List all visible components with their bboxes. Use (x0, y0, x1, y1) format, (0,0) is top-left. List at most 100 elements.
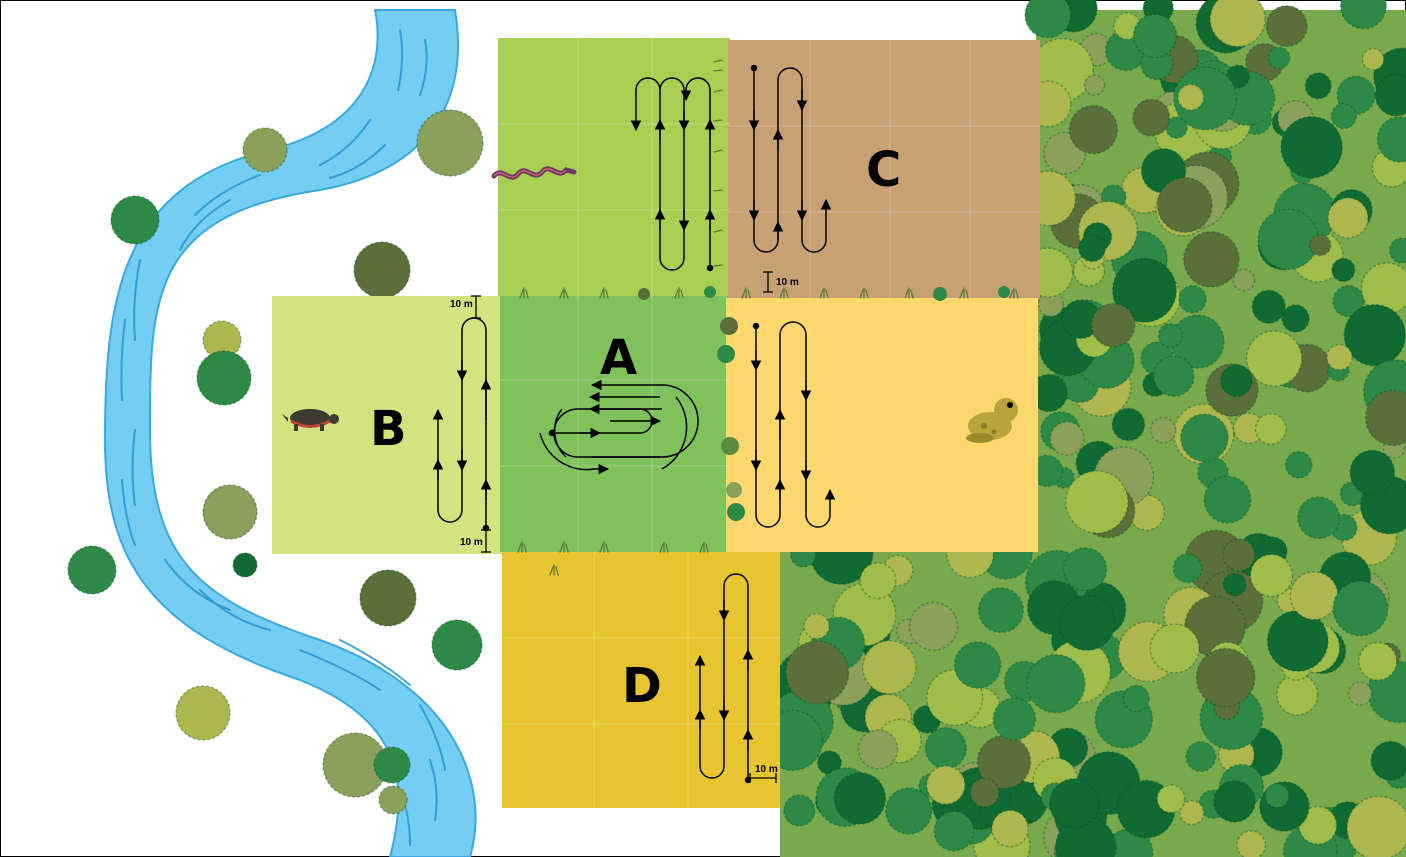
tree-icon (1343, 303, 1406, 367)
tree-icon (1177, 83, 1205, 111)
scale-bar-c (763, 271, 773, 293)
tree-icon (373, 746, 411, 784)
tree-icon (1264, 783, 1290, 809)
grass-tufts (517, 59, 1019, 576)
tree-icon (1024, 0, 1072, 39)
tree-icon (1185, 741, 1217, 773)
tree-icon (1173, 66, 1238, 131)
tree-icon (1152, 355, 1195, 397)
tree-icon (1327, 197, 1369, 239)
tree-icon (816, 750, 842, 776)
tree-icon (1360, 262, 1406, 315)
tree-icon (1289, 571, 1339, 621)
tree-icon (1332, 285, 1365, 318)
scale-label-b-top: 10 m (450, 299, 473, 310)
tree-icon (933, 810, 975, 852)
tree-icon (783, 794, 816, 827)
tree-icon (953, 641, 1002, 689)
tree-icon (359, 569, 417, 627)
tree-icon (1347, 681, 1373, 706)
tree-icon (1156, 177, 1213, 234)
tree-icon (1236, 830, 1267, 857)
tree-icon (1346, 795, 1406, 857)
tree-icon (833, 771, 887, 825)
tree-icon (1037, 290, 1065, 318)
tree-icon (857, 729, 899, 770)
tree-icon (1149, 623, 1200, 674)
plot-a (500, 296, 728, 552)
tree-icon (378, 785, 408, 815)
tree-icon (1195, 647, 1256, 708)
tree-icon (1298, 805, 1338, 845)
tree-icon (1251, 289, 1286, 325)
tree-icon (1026, 653, 1086, 714)
tree-icon (1326, 343, 1353, 371)
tree-icon (976, 734, 1032, 790)
tree-icon (1213, 780, 1256, 823)
scale-bar-d (749, 773, 777, 783)
tree-icon (1180, 413, 1229, 463)
tree-icon (1048, 778, 1100, 829)
tree-icon (1172, 553, 1203, 584)
tree-icon (1364, 389, 1406, 447)
tree-icon (1111, 407, 1146, 442)
tree-icon (785, 640, 850, 705)
transect-b (432, 317, 492, 532)
tree-icon (110, 195, 160, 245)
edge-shrubs (638, 286, 1010, 521)
tree-icon (1058, 594, 1116, 652)
tree-icon (1030, 454, 1064, 488)
tree-icon (859, 562, 897, 600)
tree-icon (1249, 553, 1294, 598)
forest (761, 0, 1406, 857)
tree-icon (67, 545, 117, 595)
plot-c (728, 40, 1040, 298)
tree-icon (1183, 231, 1240, 288)
plot-label-c: C (866, 142, 901, 198)
tree-icon (1332, 580, 1389, 637)
scale-bars (471, 271, 777, 783)
tree-icon (1339, 0, 1387, 30)
tree-icon (977, 587, 1025, 634)
tree-icon (1122, 684, 1150, 713)
snake-icon (491, 166, 577, 180)
turtle-icon (282, 409, 339, 431)
tree-icon (196, 350, 252, 406)
tree-icon (1361, 47, 1385, 71)
tree-icon (1065, 470, 1129, 534)
transect-north (630, 77, 716, 272)
tree-icon (242, 127, 288, 173)
tree-icon (1265, 5, 1308, 48)
transect-east (750, 321, 836, 528)
plot-label-a: A (600, 330, 637, 386)
plot-north (498, 38, 730, 298)
tree-icon (1203, 475, 1252, 524)
plot-label-d: D (622, 658, 662, 714)
tree-icon (202, 320, 242, 360)
tree-icon (885, 787, 933, 835)
plot-d (502, 552, 780, 808)
tree-icon (862, 639, 917, 695)
tree-icon (175, 685, 231, 741)
tree-icon (1284, 450, 1313, 479)
scale-label-d: 10 m (755, 764, 778, 775)
tree-icon (1083, 74, 1106, 96)
tree-icon (1111, 257, 1178, 323)
tree-icon (1157, 322, 1184, 349)
tree-icon (1090, 302, 1136, 348)
scale-label-b-bottom: 10 m (460, 537, 483, 548)
transect-c (748, 64, 832, 253)
tree-icon (1165, 116, 1188, 139)
tree-icon (1330, 102, 1357, 130)
tree-icon (1376, 116, 1406, 163)
tree-icon (1281, 304, 1310, 333)
tree-icon (1078, 234, 1107, 263)
tree-icon (1132, 13, 1178, 59)
tree-icon (202, 484, 258, 540)
tree-icon (1245, 330, 1303, 387)
plot-label-b: B (370, 401, 407, 457)
transect-d (694, 573, 754, 784)
tree-icon (1370, 740, 1406, 782)
tree-icon (1254, 412, 1287, 446)
